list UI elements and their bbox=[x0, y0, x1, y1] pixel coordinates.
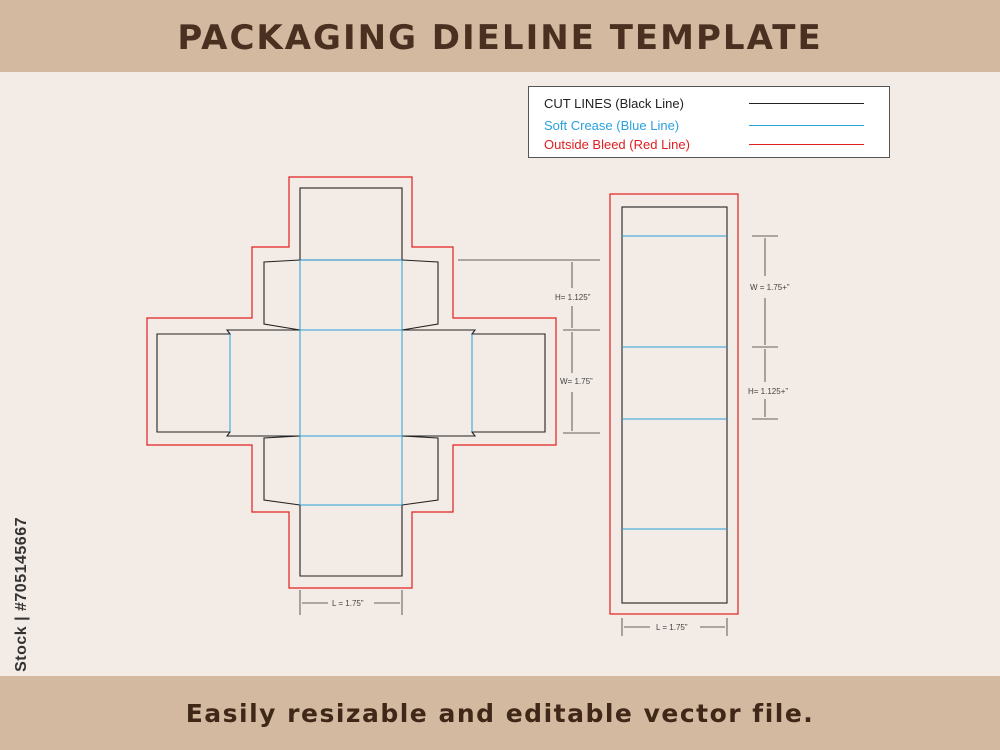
legend-label-cut: CUT LINES (Black Line) bbox=[544, 95, 684, 111]
legend-swatch-bleed bbox=[749, 143, 864, 145]
legend-item-bleed: Outside Bleed (Red Line) bbox=[544, 134, 884, 154]
right-dimension-lines bbox=[621, 235, 778, 636]
strip-bleed-outline bbox=[609, 193, 739, 615]
page-title: PACKAGING DIELINE TEMPLATE bbox=[177, 18, 823, 58]
cross-cut-lines bbox=[156, 187, 546, 577]
legend-box: CUT LINES (Black Line) Soft Crease (Blue… bbox=[528, 86, 890, 158]
legend-label-crease: Soft Crease (Blue Line) bbox=[544, 117, 680, 133]
footer-band: Easily resizable and editable vector fil… bbox=[0, 676, 1000, 750]
legend-swatch-cut bbox=[749, 102, 864, 104]
right-height-dimension-label: H= 1.125+” bbox=[748, 387, 788, 396]
cross-dieline bbox=[146, 176, 557, 589]
strip-crease-lines bbox=[622, 235, 727, 530]
legend-item-cut: CUT LINES (Black Line) bbox=[544, 93, 884, 113]
right-length-dimension-label: L = 1.75” bbox=[656, 623, 688, 632]
legend-label-bleed: Outside Bleed (Red Line) bbox=[544, 136, 690, 152]
right-width-dimension-label: W = 1.75+” bbox=[750, 283, 790, 292]
left-dimension-lines bbox=[299, 259, 600, 615]
header-band: PACKAGING DIELINE TEMPLATE bbox=[0, 0, 1000, 72]
legend-item-crease: Soft Crease (Blue Line) bbox=[544, 115, 884, 135]
cross-bleed-outline bbox=[146, 176, 557, 589]
height-dimension-label: H= 1.125” bbox=[555, 293, 591, 302]
legend-swatch-crease bbox=[749, 124, 864, 126]
length-dimension-label: L = 1.75” bbox=[332, 599, 364, 608]
width-dimension-label: W= 1.75” bbox=[560, 377, 593, 386]
footer-text: Easily resizable and editable vector fil… bbox=[185, 698, 815, 728]
strip-dieline bbox=[609, 193, 739, 615]
strip-cut-outline bbox=[621, 206, 728, 604]
cross-crease-lines bbox=[229, 259, 473, 506]
